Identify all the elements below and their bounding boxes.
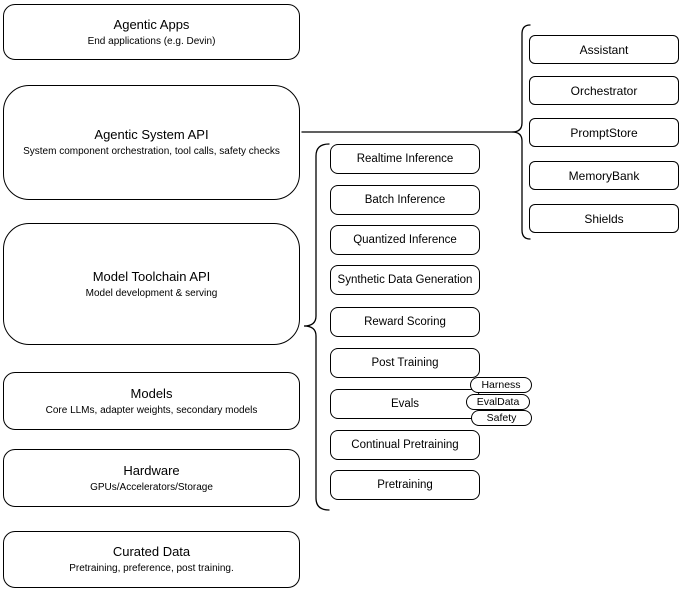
node-reward-scoring: Reward Scoring bbox=[330, 307, 480, 337]
node-promptstore: PromptStore bbox=[529, 118, 679, 147]
node-agentic-system-api: Agentic System API System component orch… bbox=[3, 85, 300, 200]
node-memorybank: MemoryBank bbox=[529, 161, 679, 190]
node-realtime-inference: Realtime Inference bbox=[330, 144, 480, 174]
node-label: Orchestrator bbox=[570, 83, 638, 98]
node-label: MemoryBank bbox=[568, 168, 640, 183]
node-subtitle: GPUs/Accelerators/Storage bbox=[90, 481, 213, 493]
node-label: Batch Inference bbox=[364, 194, 446, 206]
node-label: Shields bbox=[584, 211, 624, 226]
node-label: Assistant bbox=[579, 42, 629, 57]
node-shields: Shields bbox=[529, 204, 679, 233]
node-post-training: Post Training bbox=[330, 348, 480, 378]
node-synthetic-data-generation: Synthetic Data Generation bbox=[330, 265, 480, 295]
node-title: Curated Data bbox=[112, 544, 191, 559]
node-subtitle: Core LLMs, adapter weights, secondary mo… bbox=[45, 404, 258, 416]
tag-harness: Harness bbox=[470, 377, 532, 393]
node-subtitle: End applications (e.g. Devin) bbox=[87, 35, 216, 47]
node-label: Synthetic Data Generation bbox=[337, 274, 473, 286]
components-brace bbox=[511, 24, 531, 240]
node-label: Evals bbox=[390, 398, 420, 410]
node-label: Reward Scoring bbox=[364, 316, 446, 328]
node-label: PromptStore bbox=[570, 125, 638, 140]
node-label: Post Training bbox=[371, 357, 439, 369]
node-hardware: Hardware GPUs/Accelerators/Storage bbox=[3, 449, 300, 507]
node-quantized-inference: Quantized Inference bbox=[330, 225, 480, 255]
node-label: Quantized Inference bbox=[353, 234, 457, 246]
node-title: Hardware bbox=[123, 462, 180, 478]
node-subtitle: System component orchestration, tool cal… bbox=[23, 146, 280, 157]
node-agentic-apps: Agentic Apps End applications (e.g. Devi… bbox=[3, 4, 300, 60]
node-continual-pretraining: Continual Pretraining bbox=[330, 430, 480, 460]
node-models: Models Core LLMs, adapter weights, secon… bbox=[3, 372, 300, 430]
node-title: Models bbox=[130, 385, 173, 401]
node-subtitle: Model development & serving bbox=[85, 287, 218, 299]
node-label: Continual Pretraining bbox=[351, 439, 459, 451]
node-evals: Evals bbox=[330, 389, 480, 419]
node-assistant: Assistant bbox=[529, 35, 679, 64]
tag-label: Safety bbox=[486, 412, 517, 424]
node-title: Model Toolchain API bbox=[92, 268, 211, 284]
node-label: Pretraining bbox=[377, 479, 433, 491]
node-subtitle: Pretraining, preference, post training. bbox=[69, 563, 234, 574]
node-title: Agentic Apps bbox=[113, 16, 190, 32]
toolchain-brace bbox=[303, 143, 330, 511]
tag-evaldata: EvalData bbox=[466, 394, 530, 410]
node-model-toolchain-api: Model Toolchain API Model development & … bbox=[3, 223, 300, 345]
tag-label: EvalData bbox=[476, 396, 520, 408]
node-label: Realtime Inference bbox=[356, 153, 454, 165]
node-curated-data: Curated Data Pretraining, preference, po… bbox=[3, 531, 300, 588]
node-title: Agentic System API bbox=[94, 127, 209, 142]
node-pretraining: Pretraining bbox=[330, 470, 480, 500]
tag-label: Harness bbox=[481, 379, 521, 391]
node-orchestrator: Orchestrator bbox=[529, 76, 679, 105]
node-batch-inference: Batch Inference bbox=[330, 185, 480, 215]
tag-safety: Safety bbox=[471, 410, 532, 426]
